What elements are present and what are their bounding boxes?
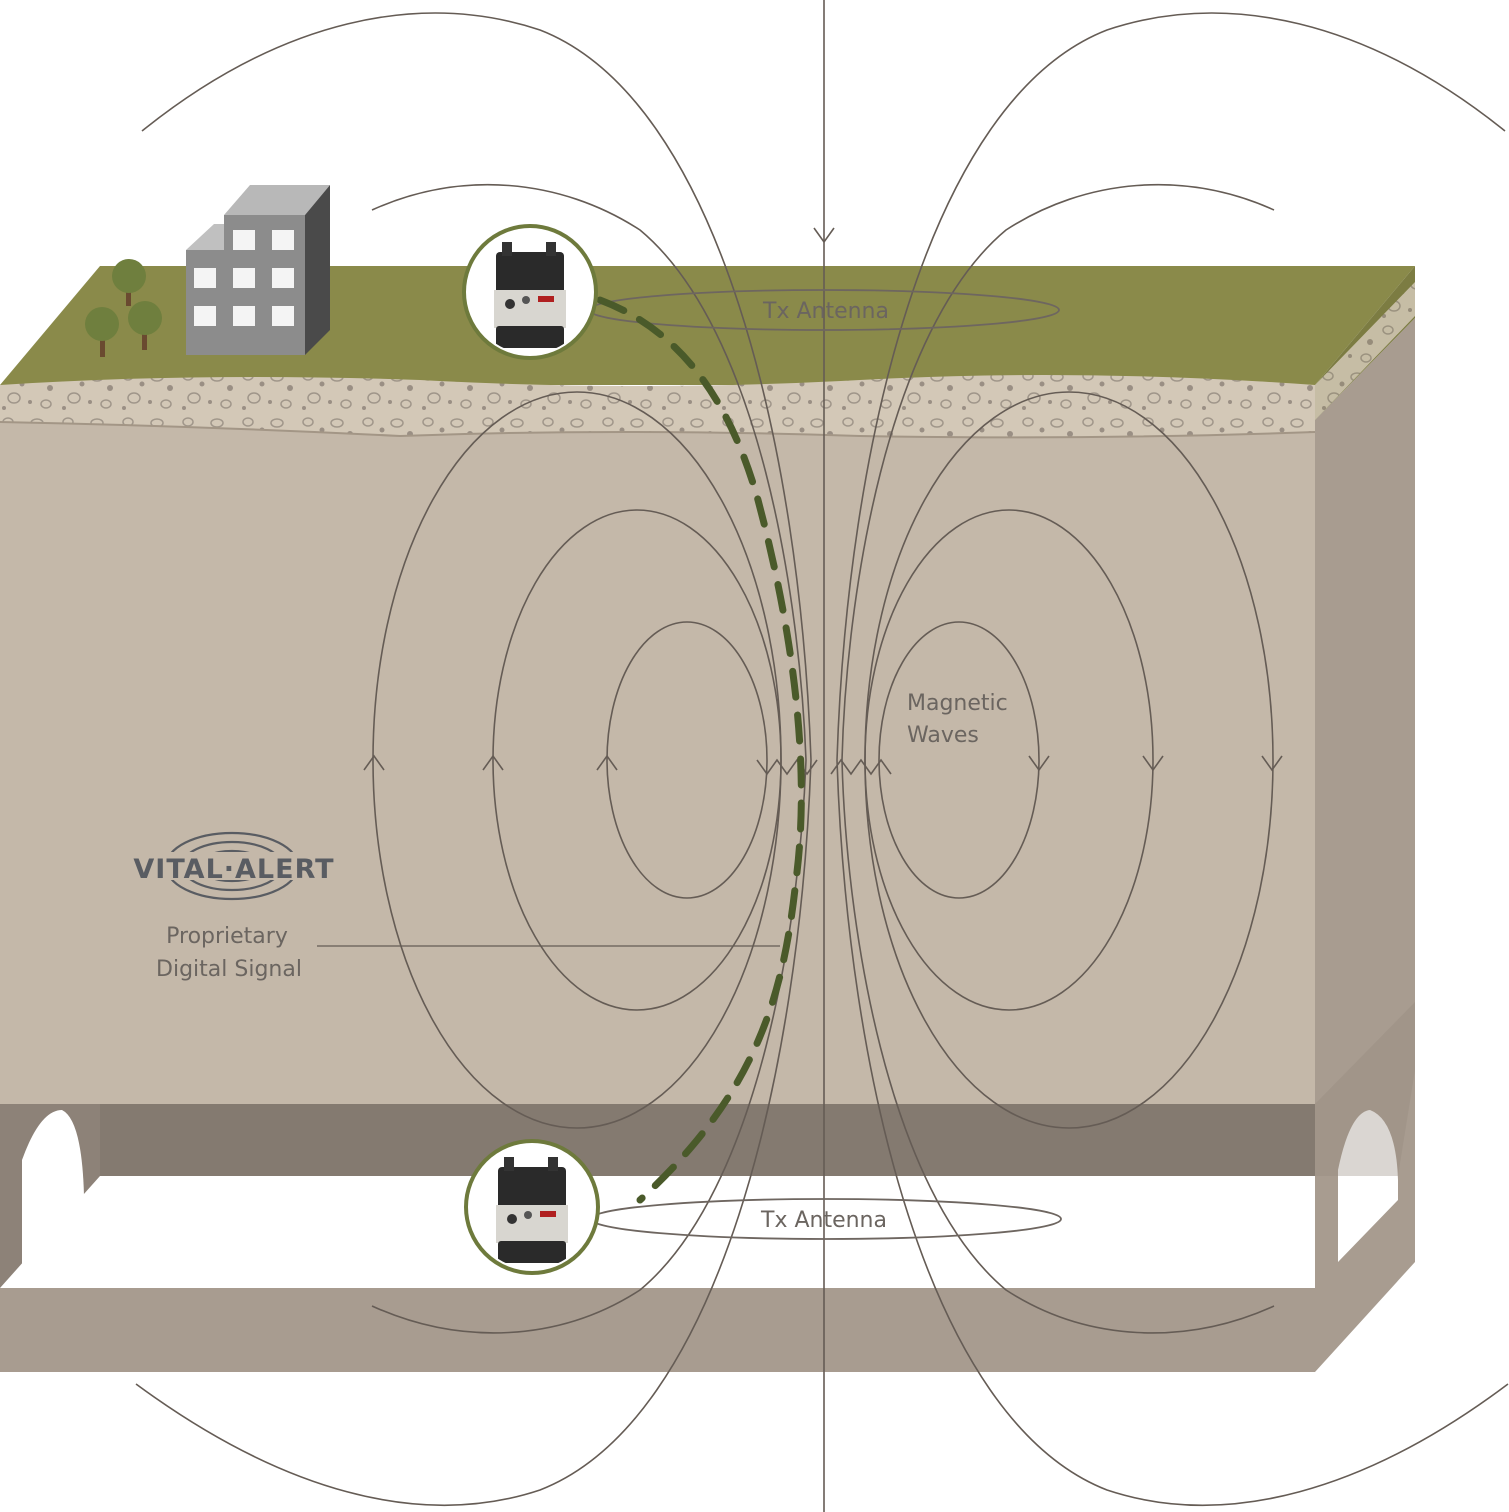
digital-signal-label-line2: Digital Signal bbox=[156, 957, 302, 982]
magnetic-field-lines bbox=[135, 0, 1509, 1512]
magnetic-waves-label-line2: Waves bbox=[907, 723, 979, 748]
tree-icon bbox=[128, 301, 162, 350]
tx-antenna-surface-label: Tx Antenna bbox=[762, 299, 889, 324]
vital-alert-logo-icon: VITAL·ALERT bbox=[133, 831, 334, 901]
building-icon bbox=[186, 185, 330, 355]
gravel-side bbox=[1315, 282, 1415, 420]
logo-text: VITAL·ALERT bbox=[133, 854, 334, 885]
tunnel-right-ceiling-shade bbox=[1315, 1002, 1415, 1176]
transceiver-device-icon bbox=[464, 1139, 600, 1275]
grass-top bbox=[0, 266, 1415, 385]
digital-signal-path bbox=[596, 296, 805, 1204]
gravel-layer bbox=[0, 375, 1315, 438]
soil-front bbox=[0, 422, 1315, 1104]
ground-block bbox=[0, 266, 1415, 1372]
tunnel-floor bbox=[0, 1288, 1315, 1372]
tree-icon bbox=[112, 259, 146, 306]
soil-side-face bbox=[1315, 318, 1415, 1372]
tx-antenna-underground-label: Tx Antenna bbox=[760, 1208, 887, 1233]
magnetic-waves-label-line1: Magnetic bbox=[907, 691, 1008, 716]
tunnel-interior bbox=[0, 1176, 1315, 1288]
tunnel-opening-right bbox=[1338, 1110, 1398, 1262]
transceiver-device-icon bbox=[462, 224, 598, 360]
tree-icon bbox=[85, 307, 119, 357]
digital-signal-label-line1: Proprietary bbox=[166, 924, 288, 949]
tunnel-ceiling bbox=[0, 1104, 1315, 1176]
gravel-soil-boundary bbox=[0, 421, 1316, 439]
tunnel-opening-left bbox=[22, 1110, 84, 1268]
